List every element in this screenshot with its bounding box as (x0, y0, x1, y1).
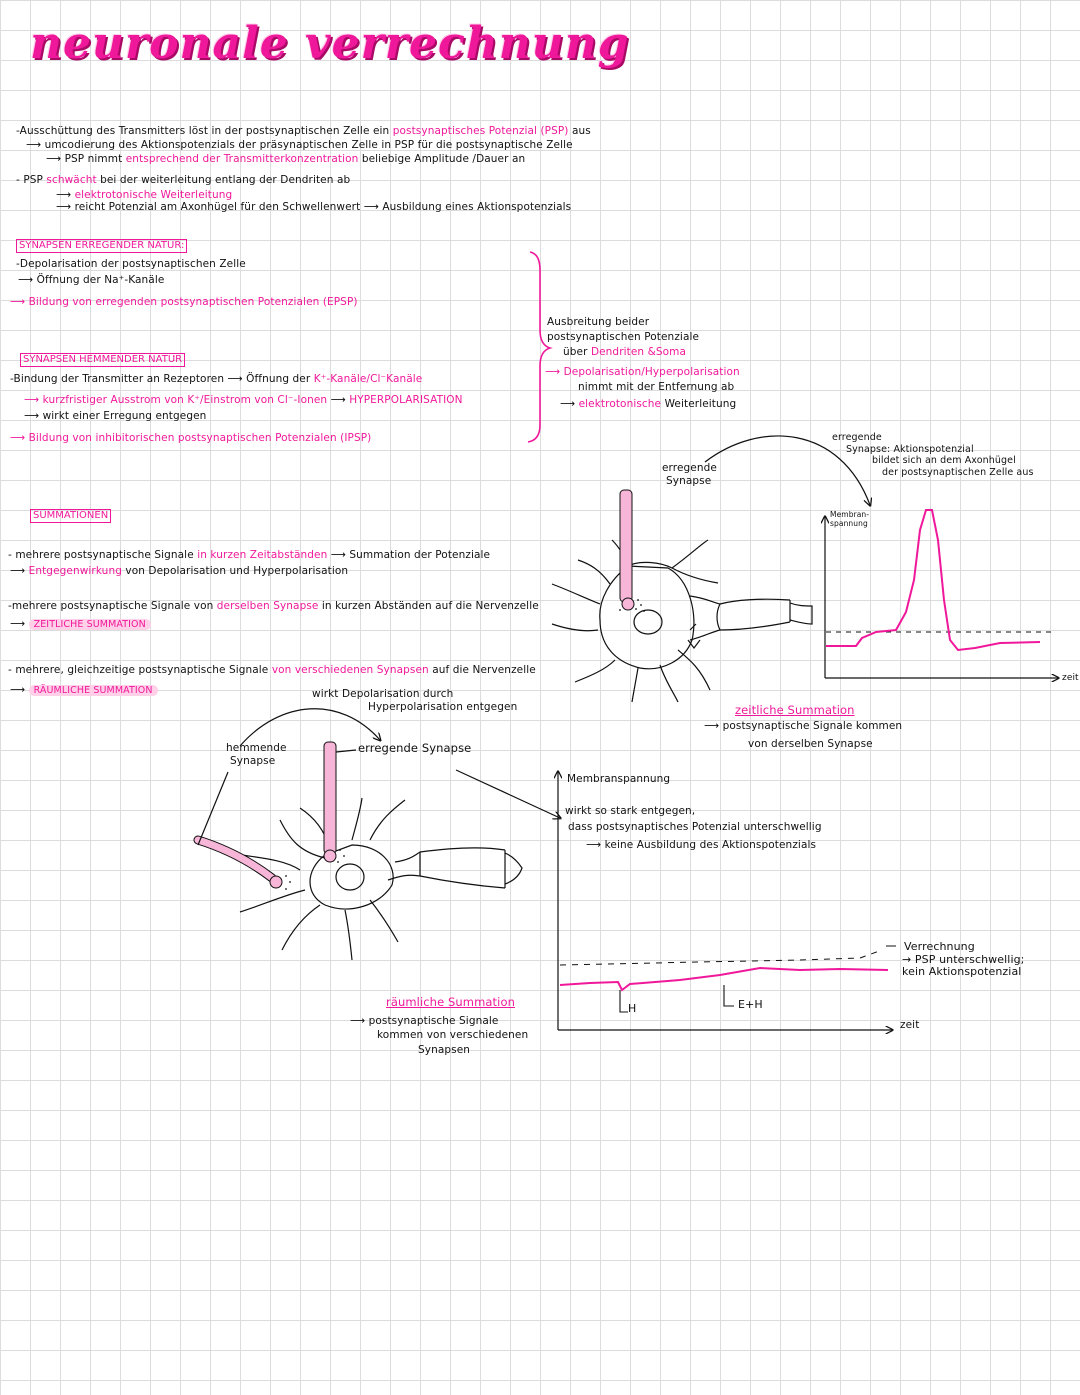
inhib-line-2: ⟶ kurzfristiger Ausstrom von K⁺/Einstrom… (24, 394, 463, 406)
excit-line-1: -Depolarisation der postsynaptischen Zel… (16, 258, 246, 270)
spread-line-2: postsynaptischen Potenziale (547, 331, 700, 343)
n1-vesicles (619, 599, 645, 612)
intro-line-4: - PSP schwächt bei der weiterleitung ent… (16, 174, 351, 186)
c2-membrane-curve (559, 966, 889, 992)
neuron-2 (239, 797, 523, 961)
spread-line-5: nimmt mit der Entfernung ab (578, 381, 735, 393)
inhib-colon: : (172, 352, 176, 364)
summ-line-3b: ⟶ ZEITLICHE SUMMATION (10, 618, 151, 631)
c2-mark-h-bracket (619, 990, 628, 1013)
inhib-heading: SYNAPSEN HEMMENDER NATUR (20, 353, 186, 367)
summ-line-2: ⟶ Entgegenwirkung von Depolarisation und… (10, 565, 349, 577)
arrow-to-chart2 (455, 769, 560, 818)
summ-line-1: - mehrere postsynaptische Signale in kur… (8, 549, 491, 561)
intro-line-5: ⟶ elektrotonische Weiterleitung (56, 189, 233, 201)
arrow-syn-to-chart1 (704, 435, 870, 505)
summ-heading: SUMMATIONEN (30, 509, 112, 523)
inhib-line-3: ⟶ wirkt einer Erregung entgegen (24, 410, 207, 422)
excit-line-2: ⟶ Öffnung der Na⁺-Kanäle (18, 274, 165, 286)
d2-caption-1: ⟶ postsynaptische Signale (350, 1015, 499, 1027)
d1-xlabel: zeit (1062, 673, 1079, 683)
intro-line-2: ⟶ umcodierung des Aktionspotenzials der … (26, 139, 573, 151)
n1-bouton (621, 597, 635, 611)
d2-excit-label: erregende Synapse (358, 741, 472, 755)
arrow-excit-label (335, 749, 357, 753)
summ-line-3: -mehrere postsynaptische Signale von der… (8, 600, 539, 612)
arrow-d2-top (239, 708, 380, 747)
d1-caption-2: von derselben Synapse (748, 738, 873, 750)
page-title: neuronale verrechnung (30, 18, 630, 69)
summ-line-4: - mehrere, gleichzeitige postsynaptische… (8, 664, 536, 676)
summ-line-4b: ⟶ RÄUMLICHE SUMMATION (10, 684, 158, 697)
d2-note-3: ⟶ keine Ausbildung des Aktionspotenzials (586, 839, 817, 851)
d1-caption-1: ⟶ postsynaptische Signale kommen (704, 720, 903, 732)
inhib-line-1: -Bindung der Transmitter an Rezeptoren ⟶… (10, 373, 423, 385)
intro-line-1: -Ausschüttung des Transmitters löst in d… (16, 125, 591, 137)
c2-mark-eh-bracket (723, 985, 734, 1007)
n2-excit-axon (323, 741, 337, 855)
spread-line-1: Ausbreitung beider (547, 316, 650, 328)
d2-note-2: dass postsynaptisches Potenzial untersch… (568, 821, 822, 833)
c2-threshold (559, 949, 883, 966)
spread-line-3: über Dendriten &Soma (563, 346, 687, 358)
d1-caption-title: zeitliche Summation (735, 703, 855, 717)
intro-line-3: ⟶ PSP nimmt entsprechend der Transmitter… (46, 153, 526, 165)
d2-caption-title: räumliche Summation (386, 995, 515, 1009)
excit-heading: SYNAPSEN ERREGENDER NATUR: (16, 239, 188, 253)
d2-ylabel: Membranspannung (567, 773, 671, 785)
d2-caption-2: kommen von verschiedenen (377, 1029, 529, 1041)
inhib-line-4: ⟶ Bildung von inhibitorischen postsynapt… (10, 432, 372, 444)
d1-ylabel: Membran-spannung (830, 510, 870, 528)
d2-mark-h: H (628, 1002, 637, 1015)
d2-note-1: wirkt so stark entgegen, (565, 805, 696, 817)
n2-inhib-bouton (269, 875, 283, 889)
d2-xlabel: zeit (900, 1019, 920, 1031)
spread-line-6: ⟶ elektrotonische Weiterleitung (560, 398, 737, 410)
c1-membrane-curve (826, 509, 1041, 652)
spread-line-4: ⟶ Depolarisation/Hyperpolarisation (545, 366, 740, 378)
n1-axon-pink (619, 489, 633, 603)
d2-mark-eh: E+H (738, 998, 763, 1011)
d2-result: Verrechnung → PSP unterschwellig; kein A… (902, 940, 1025, 978)
intro-line-6: ⟶ reicht Potenzial am Axonhügel für den … (56, 201, 572, 213)
neuron-1 (551, 539, 813, 703)
d2-caption-3: Synapsen (418, 1044, 471, 1056)
excit-line-3: ⟶ Bildung von erregenden postsynaptische… (10, 296, 358, 308)
curly-brace (527, 251, 553, 443)
d1-ap-note: erregende Synapse: Aktionspotenzial bild… (832, 432, 1034, 478)
n2-excit-bouton (323, 849, 337, 863)
n2-vesicles (285, 849, 345, 890)
arrow-inhib-label (197, 771, 229, 846)
